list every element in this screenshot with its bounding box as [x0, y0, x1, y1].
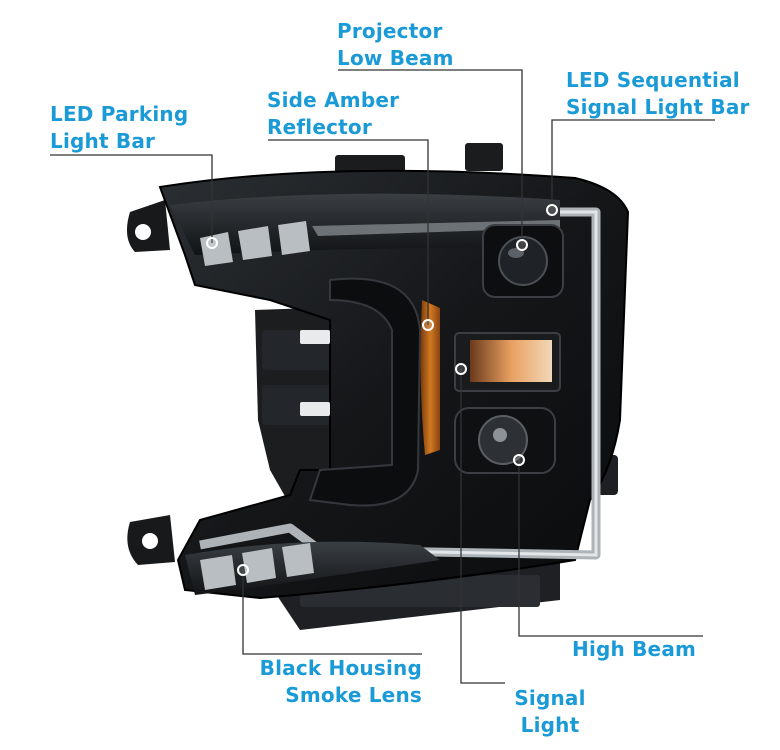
inner-bezel — [308, 277, 422, 507]
leader-high-beam — [518, 460, 703, 637]
inner-reflector-upper — [300, 330, 330, 344]
leader-signal-light — [460, 369, 505, 684]
label-led-sequential-signal-light-bar: LED Sequential Signal Light Bar — [566, 68, 750, 119]
leader-projector-low-beam — [338, 69, 523, 245]
label-side-amber-reflector: Side Amber Reflector — [267, 88, 400, 139]
signal-light-shape — [454, 332, 561, 392]
sequential-signal-light-guide-inner — [319, 210, 598, 557]
leader-led-sequential — [551, 119, 715, 210]
leader-black-housing — [242, 570, 422, 655]
label-projector-low-beam: Projector Low Beam — [337, 19, 454, 70]
label-black-housing-smoke-lens: Black Housing Smoke Lens — [259, 656, 422, 707]
marker-dots — [206, 204, 558, 576]
marker-projector-low-beam — [516, 239, 528, 251]
marker-signal-light — [455, 363, 467, 375]
side-amber-reflector-shape — [420, 300, 440, 455]
leader-lines — [50, 69, 715, 684]
marker-high-beam — [513, 454, 525, 466]
leader-led-parking — [50, 154, 213, 243]
marker-side-amber — [422, 319, 434, 331]
inner-reflector-lower — [300, 402, 330, 416]
label-led-parking-light-bar: LED Parking Light Bar — [50, 102, 189, 153]
marker-led-sequential — [546, 204, 558, 216]
projector-low-beam-shape — [482, 224, 564, 298]
lower-marker-segments — [200, 543, 314, 590]
label-high-beam: High Beam — [572, 637, 697, 661]
label-signal-light: Signal Light — [514, 686, 586, 737]
leader-side-amber — [268, 139, 429, 325]
high-beam-shape — [454, 407, 556, 474]
marker-led-parking — [206, 237, 218, 249]
marker-black-housing — [237, 564, 249, 576]
